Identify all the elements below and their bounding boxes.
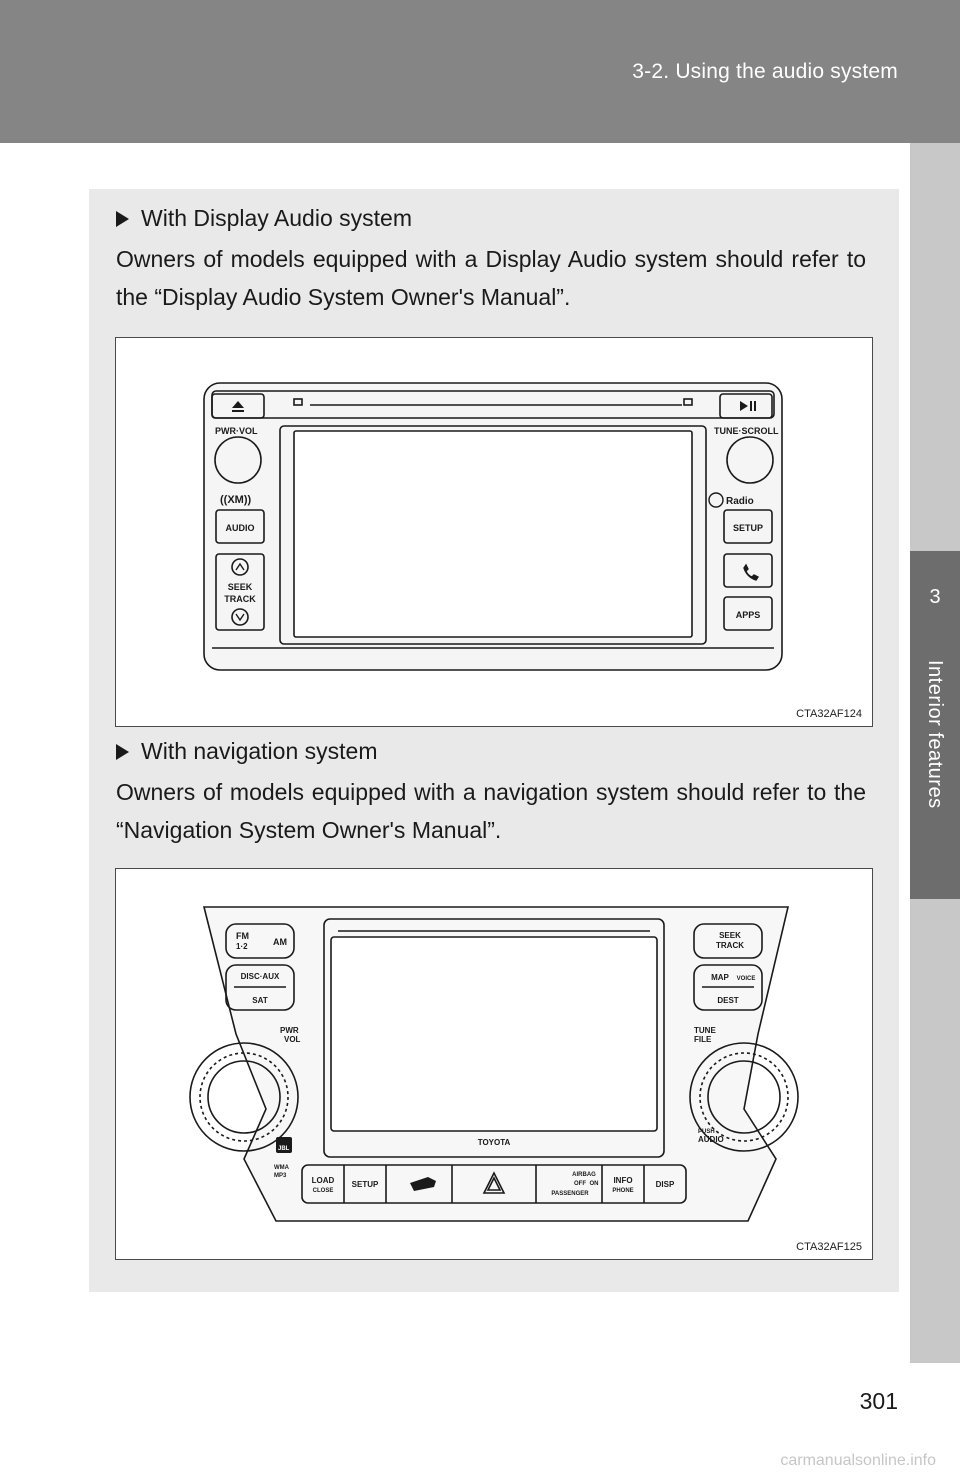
push-label: PUSH bbox=[698, 1129, 715, 1135]
load-label: LOAD bbox=[312, 1176, 335, 1185]
hd-radio-label: Radio bbox=[726, 496, 754, 507]
phone-label: PHONE bbox=[612, 1188, 633, 1194]
triangle-bullet-icon bbox=[116, 744, 129, 760]
map-label: MAP bbox=[711, 973, 729, 982]
fm-12-label: 1·2 bbox=[236, 942, 248, 951]
disp-label: DISP bbox=[656, 1180, 675, 1189]
close-label: CLOSE bbox=[313, 1188, 334, 1194]
info-label: INFO bbox=[613, 1176, 632, 1185]
off-label: OFF bbox=[574, 1181, 586, 1187]
mp3-label: MP3 bbox=[274, 1173, 287, 1179]
voice-label: VOICE bbox=[737, 976, 756, 982]
display-audio-paragraph: Owners of models equipped with a Display… bbox=[116, 246, 866, 310]
navigation-paragraph: Owners of models equipped with a navigat… bbox=[116, 779, 866, 843]
seek-label: SEEK bbox=[228, 582, 253, 592]
audio-label: AUDIO bbox=[698, 1135, 724, 1144]
vol-label: VOL bbox=[284, 1035, 301, 1044]
audio-button-label: AUDIO bbox=[226, 523, 255, 533]
airbag-label: AIRBAG bbox=[572, 1172, 596, 1178]
am-label: AM bbox=[273, 937, 287, 947]
setup-label: SETUP bbox=[352, 1180, 379, 1189]
apps-button-label: APPS bbox=[736, 610, 761, 620]
watermark: carmanualsonline.info bbox=[780, 1452, 936, 1469]
page-header bbox=[0, 0, 960, 143]
chapter-tab bbox=[910, 551, 960, 899]
chapter-label: Interior features bbox=[924, 660, 946, 809]
navigation-unit-illustration: FM 1·2 AM DISC·AUX SAT SEEK TRACK MAP VO… bbox=[189, 906, 799, 1222]
chapter-number: 3 bbox=[929, 586, 941, 608]
file-label: FILE bbox=[694, 1035, 712, 1044]
figure-code: CTA32AF124 bbox=[796, 708, 862, 720]
setup-button-label: SETUP bbox=[733, 523, 763, 533]
figure-code: CTA32AF125 bbox=[796, 1241, 862, 1253]
xm-logo-icon: ((XM)) bbox=[220, 494, 251, 506]
tune-scroll-label: TUNE·SCROLL bbox=[714, 426, 779, 436]
hd-radio-logo-icon bbox=[708, 492, 724, 508]
section-title: 3-2. Using the audio system bbox=[632, 60, 898, 83]
jbl-logo-icon bbox=[276, 1137, 292, 1153]
display-audio-heading: With Display Audio system bbox=[116, 205, 412, 232]
wma-label: WMA bbox=[274, 1165, 290, 1171]
display-audio-unit-illustration: PWR·VOL TUNE·SCROLL ((XM)) Radio AUDIO S… bbox=[203, 382, 783, 671]
fm-label: FM bbox=[236, 931, 249, 941]
passenger-label: PASSENGER bbox=[551, 1191, 589, 1197]
pwr-label: PWR bbox=[280, 1026, 299, 1035]
page-number: 301 bbox=[859, 1388, 898, 1414]
disc-aux-label: DISC·AUX bbox=[241, 972, 280, 981]
on-label: ON bbox=[590, 1181, 599, 1187]
toyota-label: TOYOTA bbox=[478, 1138, 511, 1147]
track-label: TRACK bbox=[716, 941, 744, 950]
triangle-bullet-icon bbox=[116, 211, 129, 227]
track-label: TRACK bbox=[224, 594, 256, 604]
dest-label: DEST bbox=[717, 996, 738, 1005]
display-audio-figure: PWR·VOL TUNE·SCROLL ((XM)) Radio AUDIO S… bbox=[115, 337, 873, 727]
sat-label: SAT bbox=[252, 996, 268, 1005]
tune-label: TUNE bbox=[694, 1026, 716, 1035]
seek-label: SEEK bbox=[719, 931, 741, 940]
pwr-vol-label: PWR·VOL bbox=[215, 426, 258, 436]
navigation-figure: FM 1·2 AM DISC·AUX SAT SEEK TRACK MAP VO… bbox=[115, 868, 873, 1260]
navigation-heading: With navigation system bbox=[116, 738, 377, 765]
jbl-label: JBL bbox=[278, 1146, 290, 1152]
car-icon bbox=[410, 1177, 436, 1191]
